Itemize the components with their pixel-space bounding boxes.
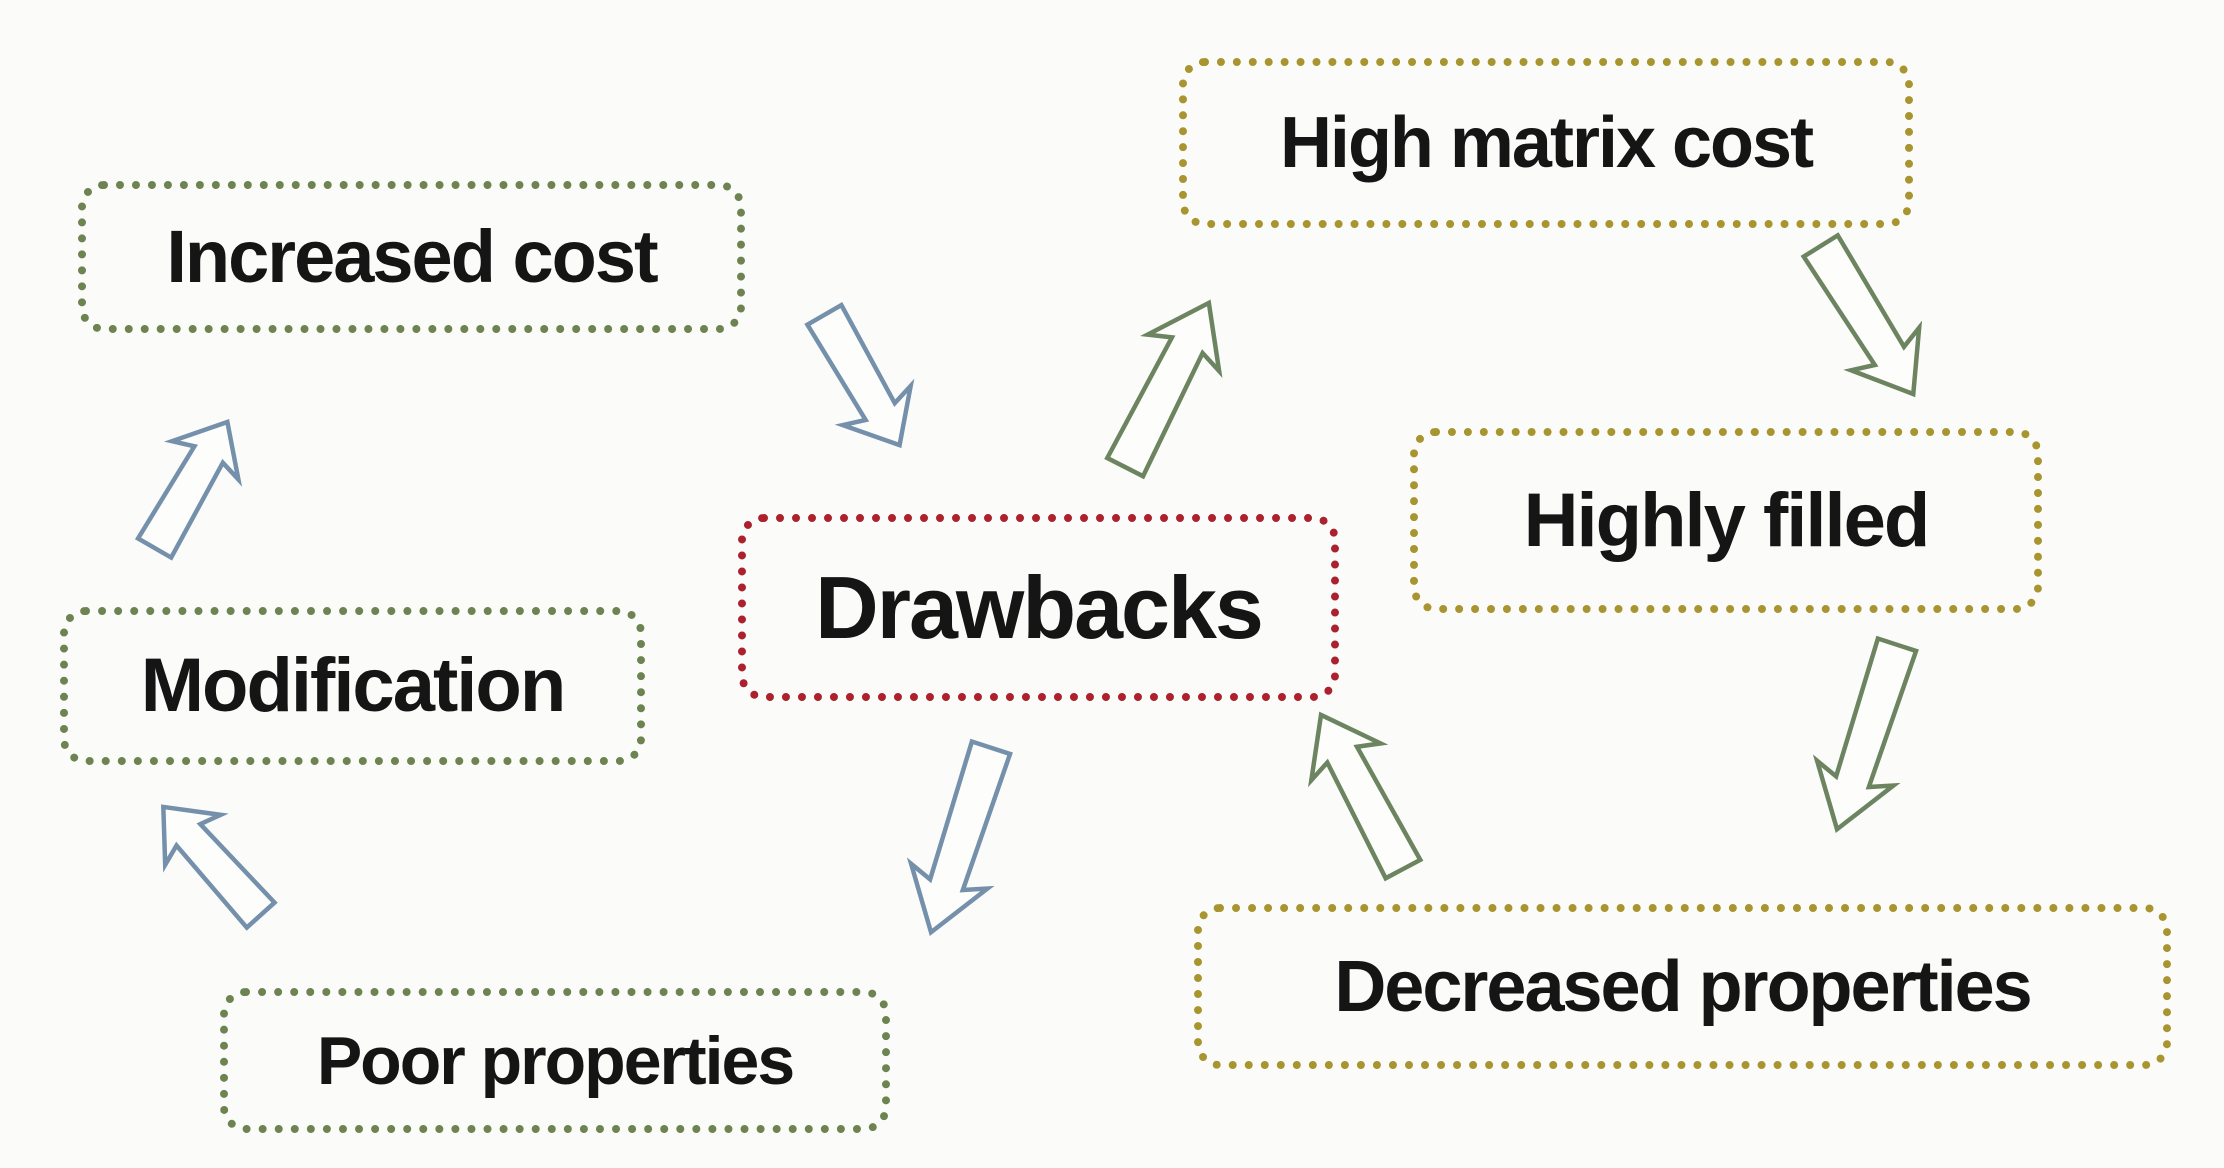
arrow-shape [121,403,260,567]
node-highly-filled-label: Highly filled [1523,477,1931,563]
node-modification-label: Modification [140,643,567,728]
arrow-highly-filled-to-decreased-properties [1795,629,1939,846]
arrow-shape [136,782,289,940]
node-high-matrix-cost: High matrix cost [1179,58,1913,228]
node-drawbacks-label: Drawbacks [815,557,1264,657]
node-highly-filled: Highly filled [1410,428,2042,613]
arrow-shape [790,295,933,464]
arrow-shape [1089,285,1244,486]
node-high-matrix-cost-label: High matrix cost [1279,103,1814,183]
node-increased-cost: Increased cost [78,181,745,333]
arrow-drawbacks-to-poor-properties [889,732,1033,949]
node-decreased-properties-label: Decreased properties [1334,946,2032,1027]
arrow-drawbacks-to-high-matrix-cost [1086,281,1249,489]
arrow-decreased-properties-to-drawbacks [1283,693,1442,891]
node-poor-properties: Poor properties [220,988,890,1133]
node-increased-cost-label: Increased cost [166,215,658,298]
arrow-poor-properties-to-modification [132,778,292,943]
arrow-modification-to-increased-cost [118,400,264,571]
node-poor-properties-label: Poor properties [316,1022,795,1099]
arrow-shape [1787,225,1948,416]
arrow-shape [893,735,1029,944]
arrow-high-matrix-cost-to-highly-filled [1783,221,1951,419]
node-modification: Modification [60,607,645,765]
node-decreased-properties: Decreased properties [1194,904,2171,1069]
node-drawbacks: Drawbacks [738,514,1339,701]
arrow-shape [1799,632,1935,841]
arrow-shape [1286,697,1437,888]
arrow-increased-cost-to-drawbacks [787,292,937,468]
